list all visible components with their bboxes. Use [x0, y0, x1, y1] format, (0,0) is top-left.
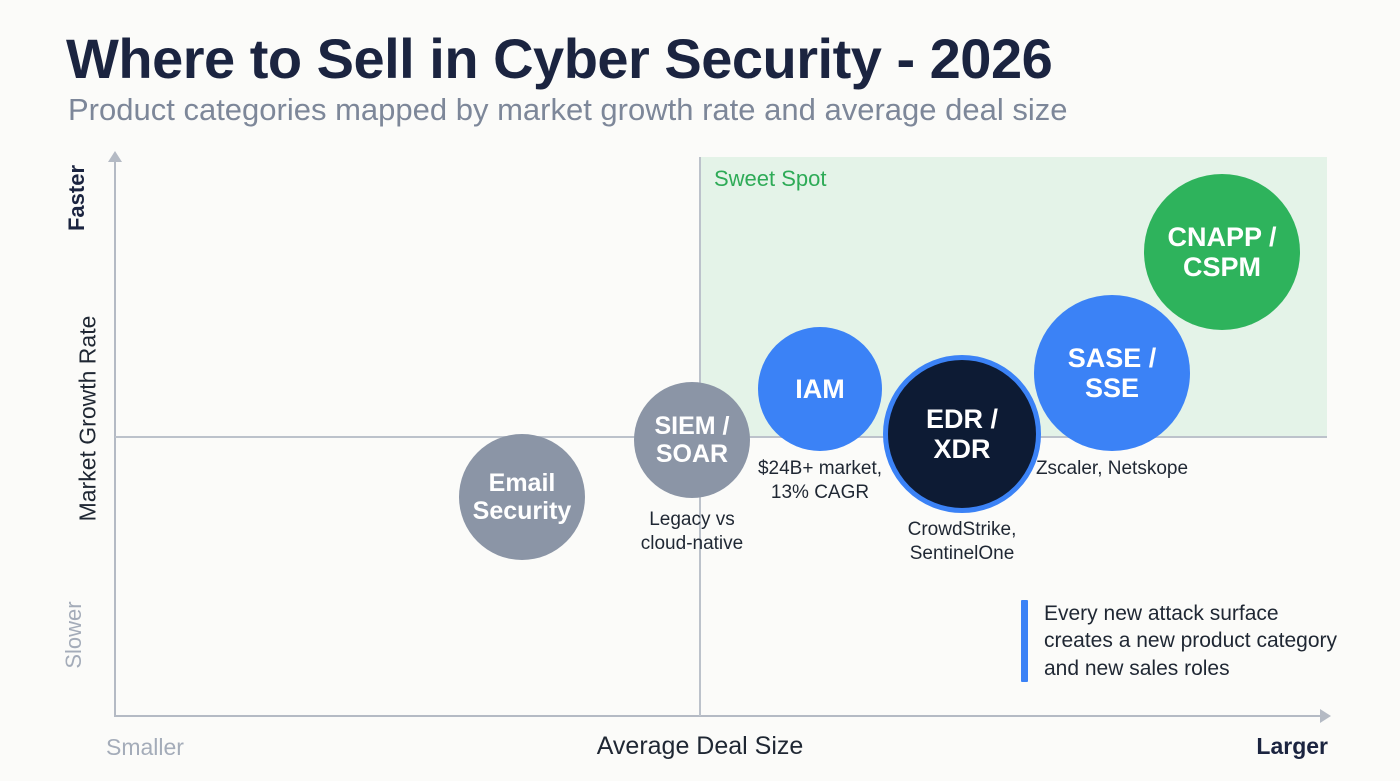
x-axis-label-low: Smaller — [106, 734, 184, 760]
bubble-cnapp-cspm[interactable]: CNAPP / CSPM — [1144, 174, 1300, 330]
page-subtitle: Product categories mapped by market grow… — [68, 92, 1068, 127]
bubble-label-edr-xdr: EDR / XDR — [925, 403, 998, 464]
y-axis-label-low: Slower — [61, 601, 86, 669]
annotation-sase-sse: Zscaler, Netskope — [1035, 458, 1189, 479]
y-axis-arrow-icon — [108, 151, 122, 162]
y-axis-label-high: Faster — [64, 164, 89, 232]
page-title: Where to Sell in Cyber Security - 2026 — [66, 27, 1053, 90]
bubble-label-iam: IAM — [795, 373, 845, 404]
x-axis-line — [114, 715, 1324, 717]
x-axis-title: Average Deal Size — [596, 732, 804, 760]
sweet-spot-label: Sweet Spot — [714, 166, 827, 191]
callout-text: Every new attack surface creates a new p… — [1044, 602, 1337, 680]
annotation-siem-soar: Legacy vs cloud-native — [640, 509, 744, 555]
y-axis-line — [114, 160, 116, 716]
bubble-iam[interactable]: IAM — [758, 327, 882, 451]
bubble-label-sase-sse: SASE / SSE — [1067, 342, 1157, 403]
annotation-iam: $24B+ market, 13% CAGR — [757, 458, 883, 504]
bubble-label-cnapp-cspm: CNAPP / CSPM — [1167, 221, 1277, 282]
x-axis-arrow-icon — [1320, 709, 1331, 723]
x-axis-label-high: Larger — [1256, 733, 1328, 759]
bubble-edr-xdr[interactable]: EDR / XDR — [883, 355, 1041, 513]
callout: Every new attack surface creates a new p… — [1021, 600, 1341, 682]
bubble-sase-sse[interactable]: SASE / SSE — [1034, 295, 1190, 451]
y-axis-title: Market Growth Rate — [74, 315, 101, 522]
callout-accent-bar — [1021, 600, 1028, 682]
annotation-edr-xdr: CrowdStrike, SentinelOne — [907, 519, 1017, 565]
